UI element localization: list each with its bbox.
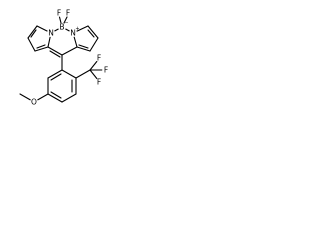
bond-pyrrole-left-2	[27, 25, 38, 39]
atom-label-f1: F	[57, 9, 61, 18]
label-bg-cf3-f2	[95, 54, 103, 62]
label-bg-n-left	[47, 29, 55, 37]
bond-arene-cf3	[75, 69, 91, 79]
bond-pyrrole-left-4-inner	[36, 44, 46, 49]
atom-label-oxygen: O	[31, 98, 37, 107]
charge-n-right: +	[75, 26, 79, 32]
bond-meso-right	[61, 46, 78, 56]
molecular-structure-diagram: F F B − N N + O F F F	[19, 9, 110, 107]
bond-arene-4	[47, 93, 63, 103]
atom-label-cf3-f2: F	[97, 54, 101, 63]
label-bg-f2	[64, 9, 72, 17]
bond-pyrrole-right-2	[87, 25, 99, 39]
bond-pyrrole-right-4	[76, 46, 91, 52]
bond-meso-left	[47, 46, 63, 56]
bond-cf3-f2	[89, 59, 99, 71]
atom-label-layer: F F B − N N + O F F F	[30, 9, 110, 107]
label-bg-b	[58, 23, 66, 31]
atom-label-n-left: N	[48, 29, 54, 38]
atom-label-n-right: N	[70, 29, 76, 38]
bond-cf3-f3	[89, 69, 99, 81]
bond-arene-6-inner	[50, 73, 62, 81]
atom-label-cf3-f3: F	[97, 78, 101, 87]
atom-label-boron: B	[59, 23, 64, 32]
label-bg-cf3-f1	[102, 66, 110, 74]
bond-arene-6	[47, 69, 63, 79]
bond-pyrrole-right-2-inner	[87, 29, 95, 38]
bond-meso-left-inner	[49, 50, 61, 58]
label-bg-cf3-f3	[95, 78, 103, 86]
bond-arene-4-inner	[50, 91, 62, 99]
bond-arene-1	[61, 69, 77, 79]
bond-pyrrole-right-4-inner	[78, 44, 89, 49]
bond-pyrrole-left-3	[27, 37, 36, 52]
bond-pyrrole-right-3	[89, 37, 99, 52]
atom-label-cf3-f1: F	[104, 66, 108, 75]
bond-pyrrole-left-4	[34, 46, 49, 52]
label-bg-n-right	[69, 29, 77, 37]
charge-boron: −	[64, 20, 68, 26]
label-bg-f1	[55, 9, 63, 17]
bond-arene-3	[61, 93, 77, 103]
atom-label-f2: F	[66, 9, 70, 18]
bond-pyrrole-left-2-inner	[30, 29, 37, 38]
label-bg-o	[30, 98, 38, 106]
